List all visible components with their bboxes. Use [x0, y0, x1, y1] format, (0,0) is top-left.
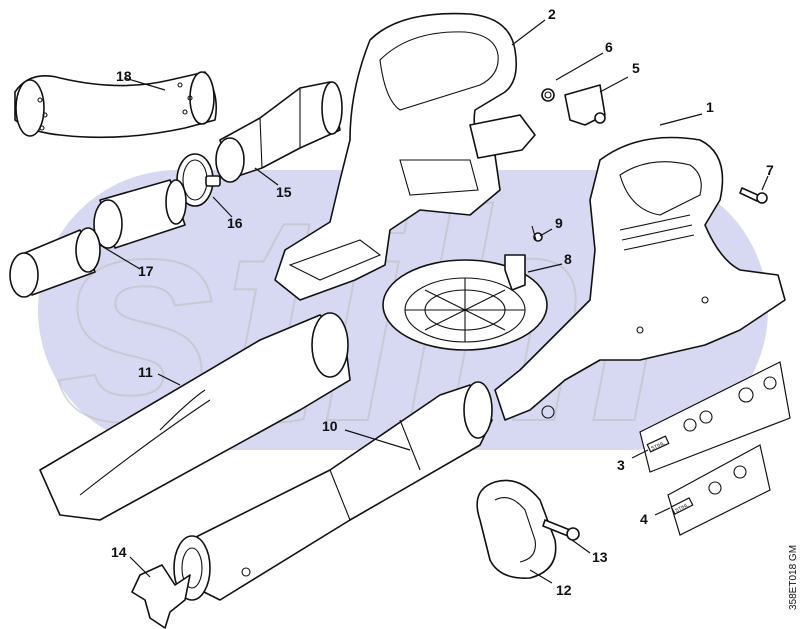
- callout-1: 1: [706, 99, 714, 115]
- callout-11: 11: [138, 364, 153, 380]
- part-8-fan-guard: [382, 254, 548, 351]
- callout-9: 9: [555, 215, 563, 231]
- part-16-clamp: [176, 153, 221, 207]
- part-5-flap: [564, 84, 606, 126]
- callout-18: 18: [116, 68, 132, 84]
- callout-5: 5: [632, 60, 640, 76]
- callout-7: 7: [766, 162, 774, 178]
- drawing-code: 358ET018 GM: [788, 545, 799, 610]
- part-6-spring: [541, 88, 555, 102]
- callout-13: 13: [592, 549, 608, 565]
- part-10-blower-tube: [173, 381, 493, 601]
- callout-14: 14: [111, 544, 127, 560]
- svg-text:STIHL: STIHL: [674, 502, 690, 514]
- part-15-reducer: [215, 81, 343, 183]
- leader-lines: [99, 19, 769, 584]
- part-7-screw: [739, 187, 768, 204]
- part-3-warning-label: STIHL: [639, 361, 791, 473]
- part-17-tubes: [9, 179, 187, 298]
- callout-16: 16: [227, 215, 243, 231]
- part-12-clamp: [476, 479, 557, 579]
- callout-numbers: 1 2 3 4 5 6 7 8 9 10 11 12 13 14 15 16 1…: [111, 6, 774, 598]
- callout-6: 6: [605, 39, 613, 55]
- part-14-impeller: [131, 564, 191, 629]
- part-13-screw: [542, 519, 580, 541]
- part-1-motor-housing: [494, 136, 786, 421]
- callout-12: 12: [556, 582, 572, 598]
- callout-10: 10: [322, 418, 338, 434]
- callout-4: 4: [640, 511, 648, 527]
- svg-text:STIHL: STIHL: [650, 440, 666, 452]
- callout-17: 17: [138, 263, 154, 279]
- part-11-flat-nozzle: [39, 312, 351, 521]
- part-18-curved-pipe: [14, 71, 218, 139]
- callout-15: 15: [276, 184, 292, 200]
- callout-3: 3: [617, 457, 625, 473]
- part-2-upper-housing: [274, 12, 536, 301]
- part-9-screw: [531, 225, 543, 242]
- callout-8: 8: [564, 251, 572, 267]
- callout-2: 2: [548, 6, 556, 22]
- part-4-warning-label: STIHL: [667, 444, 771, 536]
